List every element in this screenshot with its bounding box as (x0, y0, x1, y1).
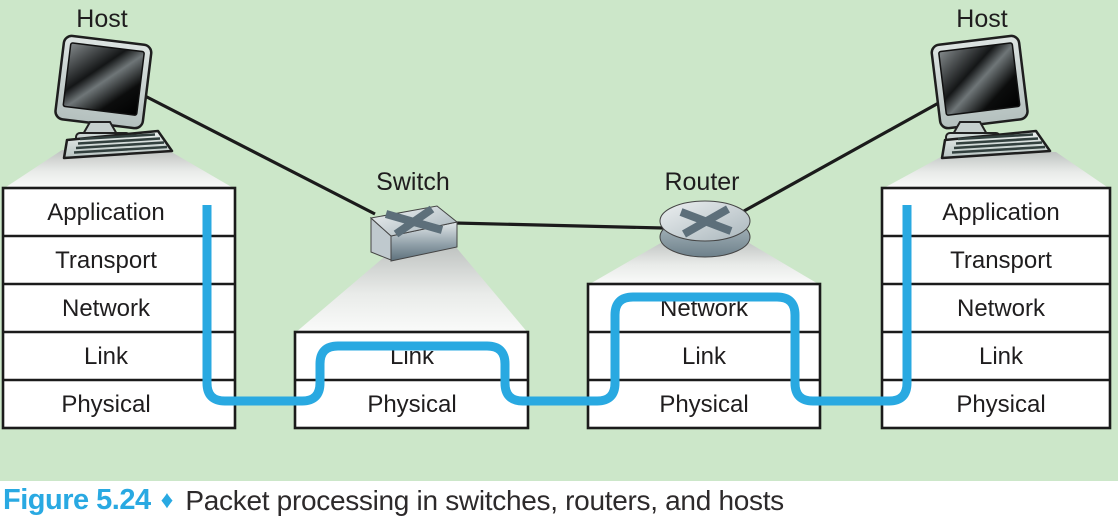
device-label-host-left: Host (76, 5, 127, 33)
layer-label: Network (62, 295, 151, 322)
layer-label: Link (979, 343, 1024, 370)
layer-label: Physical (61, 391, 150, 418)
host-computer-icon-right (930, 34, 1052, 160)
router-icon (659, 200, 751, 258)
spotlight-beam-router (588, 240, 820, 285)
protocol-stack-router: Network Link Physical (586, 282, 822, 430)
router-x-icon (679, 205, 733, 238)
device-label-host-right: Host (956, 5, 1007, 33)
switch-icon (369, 205, 459, 262)
row-separators (882, 234, 1110, 382)
layer-label: Physical (367, 391, 456, 418)
layer-label: Application (942, 199, 1059, 226)
cable-line-host-switch (142, 93, 376, 216)
layer-label: Link (682, 343, 727, 370)
caption-text: Packet processing in switches, routers, … (185, 484, 784, 516)
packet-path (202, 205, 912, 406)
layer-label: Application (47, 199, 164, 226)
spotlight-beam-host-right (882, 152, 1110, 189)
diagram-stage: Application Transport Network Link Physi… (0, 0, 1118, 481)
spotlight-beam-switch (295, 246, 528, 333)
switch-x-icon (384, 205, 444, 238)
layer-label: Transport (55, 247, 157, 274)
layer-label: Physical (659, 391, 748, 418)
device-label-switch: Switch (376, 168, 450, 196)
spotlight-beam-host-left (3, 150, 235, 189)
figure-caption: Figure 5.24 ♦ Packet processing in switc… (0, 481, 1118, 520)
protocol-stack-host-right: Application Transport Network Link Physi… (880, 186, 1112, 430)
figure-number: Figure 5.24 (3, 484, 151, 516)
host-computer-icon-left (54, 34, 174, 160)
cable-line-router-host (743, 98, 945, 213)
row-separators (588, 330, 820, 382)
diamond-icon: ♦ (160, 486, 174, 514)
layer-label: Transport (950, 247, 1052, 274)
layer-label: Physical (956, 391, 1045, 418)
device-label-router: Router (664, 168, 739, 196)
layer-label: Link (84, 343, 129, 370)
cable-line-switch-router (454, 221, 664, 230)
protocol-stack-host-left: Application Transport Network Link Physi… (1, 186, 237, 430)
network-figure: Application Transport Network Link Physi… (1, 5, 1112, 430)
cable-lines (142, 93, 945, 230)
layer-label: Network (957, 295, 1046, 322)
row-separators (3, 234, 235, 382)
